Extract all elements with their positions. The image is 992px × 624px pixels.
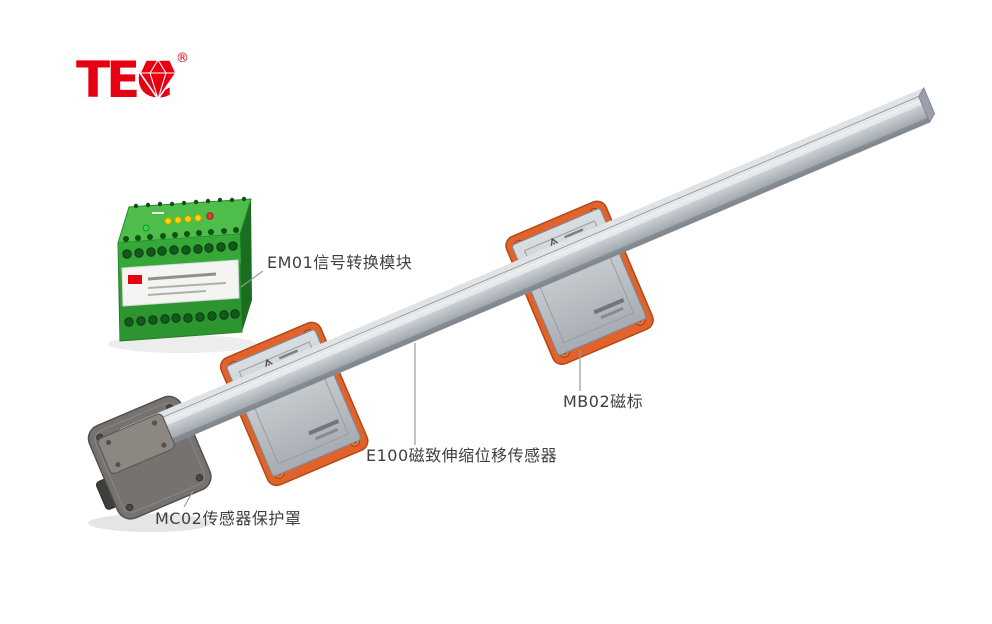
terminal-row-top-front — [123, 227, 239, 242]
terminal-row-top-back — [133, 196, 247, 209]
bar-end-face — [918, 86, 936, 124]
sensor-bar — [114, 86, 936, 464]
leader-lines — [183, 270, 581, 508]
sensor-assembly — [87, 86, 936, 520]
leader-em01 — [240, 270, 264, 288]
terminal-row-upper — [122, 241, 238, 259]
bar-top-face — [115, 87, 924, 438]
signal-converter-module — [108, 196, 256, 353]
module-side-face — [240, 199, 252, 332]
module-label-logo — [128, 275, 142, 284]
label-mc02: MC02传感器保护罩 — [155, 509, 302, 528]
module-label — [121, 259, 240, 307]
terminal-row-lower — [124, 309, 240, 327]
cover-housing — [97, 413, 175, 474]
leader-mc02 — [183, 490, 194, 508]
cover-shadow — [88, 514, 212, 532]
bar-front-face — [115, 96, 930, 464]
tec-logo: TEC ® — [76, 51, 189, 109]
terminal-strip-lower — [120, 299, 242, 340]
label-mb02: MB02磁标 — [563, 392, 644, 411]
status-leds — [142, 212, 214, 232]
diamond-icon — [139, 59, 177, 100]
label-em01: EM01信号转换模块 — [267, 253, 413, 272]
registered-mark: ® — [176, 51, 189, 66]
label-e100: E100磁致伸缩位移传感器 — [366, 446, 558, 465]
